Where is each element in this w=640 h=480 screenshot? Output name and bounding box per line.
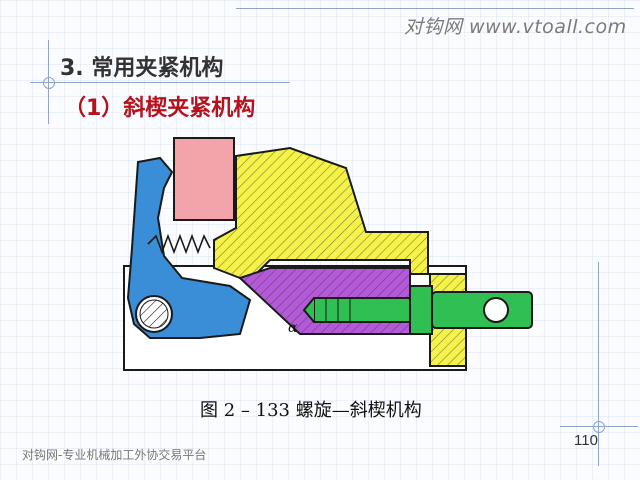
figure-caption: 图 2 – 133 螺旋—斜楔机构 xyxy=(200,400,422,421)
deco-crosshair-icon xyxy=(593,421,605,433)
deco-title-line xyxy=(30,82,290,83)
sub-title: （1）斜楔夹紧机构 xyxy=(64,96,256,121)
deco-top-line xyxy=(236,8,634,9)
screw xyxy=(302,285,533,335)
clamp-lever xyxy=(126,156,252,339)
page-number: 110 xyxy=(574,432,598,449)
top-block xyxy=(173,137,235,221)
alpha-label: α xyxy=(288,320,298,336)
deco-crosshair-icon-top xyxy=(43,77,55,89)
mechanism-diagram: α xyxy=(110,128,552,380)
watermark: 对钩网 www.vtoall.com xyxy=(404,16,627,38)
deco-right-line xyxy=(598,262,599,466)
footer-text: 对钩网-专业机械加工外协交易平台 xyxy=(22,448,207,462)
section-title: 3. 常用夹紧机构 xyxy=(60,56,224,81)
spring xyxy=(147,233,211,255)
